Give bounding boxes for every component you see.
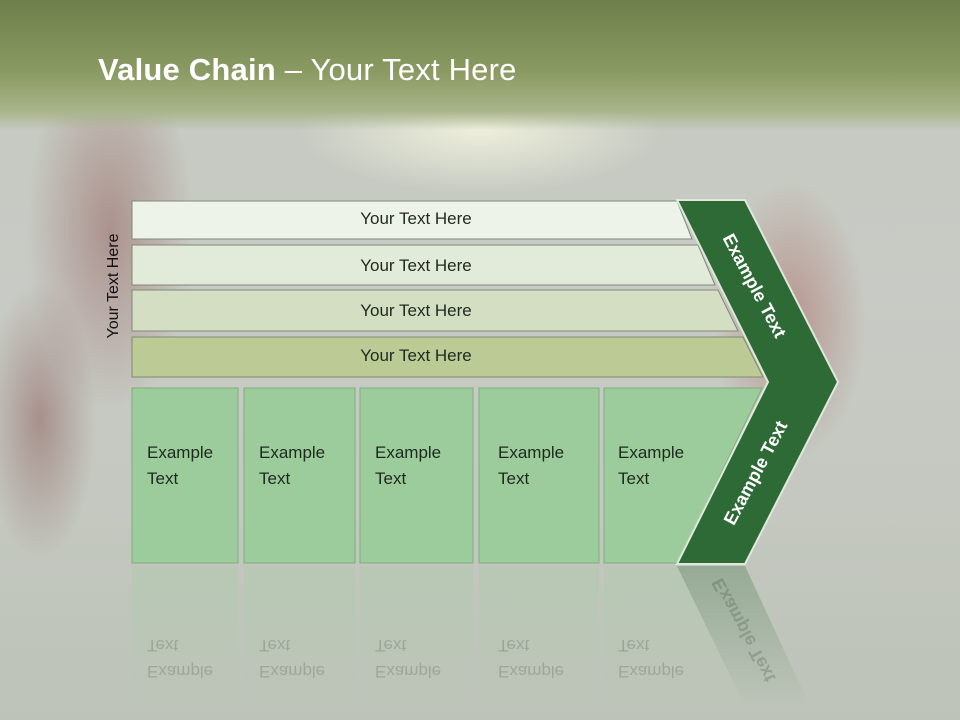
- cell-4-label-reflection: Example Text: [498, 636, 565, 681]
- band-3-label: Your Text Here: [360, 301, 472, 320]
- cell-2-label-reflection: Example Text: [259, 636, 326, 681]
- band-2[interactable]: [131, 244, 716, 286]
- cell-1[interactable]: [131, 387, 239, 564]
- cell-1-label: Example Text: [147, 443, 214, 488]
- cell-2-label: Example Text: [259, 443, 326, 488]
- band-4[interactable]: [131, 336, 764, 378]
- cell-1-reflection: [132, 566, 238, 706]
- cell-2[interactable]: [243, 387, 356, 564]
- band-1-label: Your Text Here: [360, 209, 472, 228]
- cell-4-label: Example Text: [498, 443, 565, 488]
- cell-5-label-reflection: Example Text: [618, 636, 685, 681]
- cell-4[interactable]: [478, 387, 600, 564]
- cell-3-label: Example Text: [375, 443, 442, 488]
- cell-3[interactable]: [359, 387, 474, 564]
- title-rest: – Your Text Here: [275, 52, 517, 87]
- chevron-reflection: [677, 566, 810, 706]
- title-band: [0, 0, 960, 130]
- cell-3-reflection: [360, 566, 473, 706]
- margin-chevron[interactable]: [675, 199, 840, 565]
- band-1[interactable]: [131, 200, 693, 240]
- cell-2-reflection: [244, 566, 355, 706]
- cell-5-reflection: [604, 566, 745, 706]
- band-3[interactable]: [131, 289, 739, 332]
- cell-4-reflection: [479, 566, 599, 706]
- cell-5-label: Example Text: [618, 443, 685, 488]
- band-4-label: Your Text Here: [360, 346, 472, 365]
- slide-title: Value Chain – Your Text Here: [98, 52, 517, 88]
- cell-3-label-reflection: Example Text: [375, 636, 442, 681]
- cell-1-label-reflection: Example Text: [147, 636, 214, 681]
- band-2-label: Your Text Here: [360, 256, 472, 275]
- title-bold: Value Chain: [98, 52, 276, 87]
